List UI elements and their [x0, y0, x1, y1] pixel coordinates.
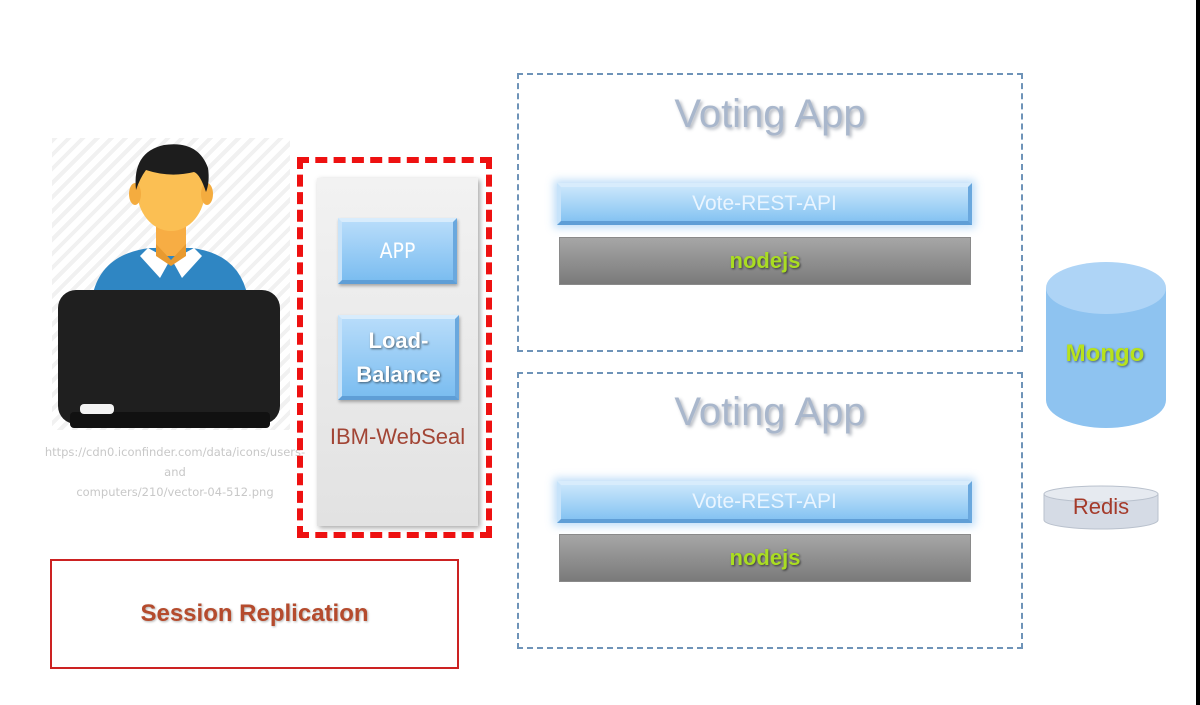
- load-balance-line-2: Balance: [356, 361, 441, 387]
- webseal-dashed-frame: [297, 157, 492, 538]
- nodejs-label-2: nodejs: [729, 545, 801, 570]
- url-line-2: computers/210/vector-04-512.png: [76, 485, 274, 499]
- voting-app-title-2: Voting App: [674, 390, 866, 434]
- app-label: APP: [379, 239, 416, 263]
- mongo-database-icon: [1046, 262, 1166, 428]
- redis-database-icon: [1043, 485, 1159, 530]
- mongo-label: Mongo: [1065, 340, 1145, 367]
- voting-app-frame-2: [517, 372, 1023, 649]
- vote-rest-api-bar-1: Vote-REST-API: [557, 183, 972, 225]
- user-laptop-icon: [58, 144, 280, 428]
- nodejs-label-1: nodejs: [729, 248, 801, 273]
- voting-app-frame-1: [517, 73, 1023, 352]
- nodejs-bar-1: nodejs: [559, 237, 971, 285]
- app-box: APP: [338, 218, 457, 284]
- session-replication-box: Session Replication: [50, 559, 459, 669]
- session-replication-label: Session Replication: [140, 600, 369, 627]
- url-line-1: https://cdn0.iconfinder.com/data/icons/u…: [44, 445, 306, 479]
- vote-rest-api-label-2: Vote-REST-API: [692, 490, 837, 513]
- image-source-url: https://cdn0.iconfinder.com/data/icons/u…: [40, 442, 310, 502]
- nodejs-bar-2: nodejs: [559, 534, 971, 582]
- vote-rest-api-label-1: Vote-REST-API: [692, 192, 837, 215]
- load-balance-line-1: Load-: [368, 327, 429, 353]
- webseal-label: IBM-WebSeal: [329, 424, 466, 449]
- redis-label: Redis: [1072, 494, 1130, 519]
- right-edge-bar: [1196, 0, 1200, 705]
- vote-rest-api-bar-2: Vote-REST-API: [557, 481, 972, 523]
- load-balance-box: Load- Balance: [338, 315, 459, 400]
- voting-app-title-1: Voting App: [674, 92, 866, 136]
